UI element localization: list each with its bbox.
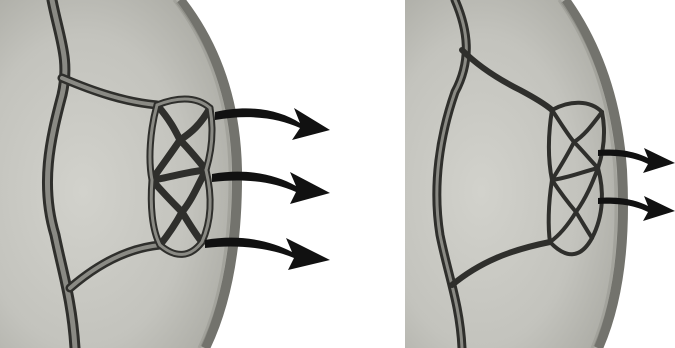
right-panel [405,0,675,348]
left-panel [0,0,330,348]
